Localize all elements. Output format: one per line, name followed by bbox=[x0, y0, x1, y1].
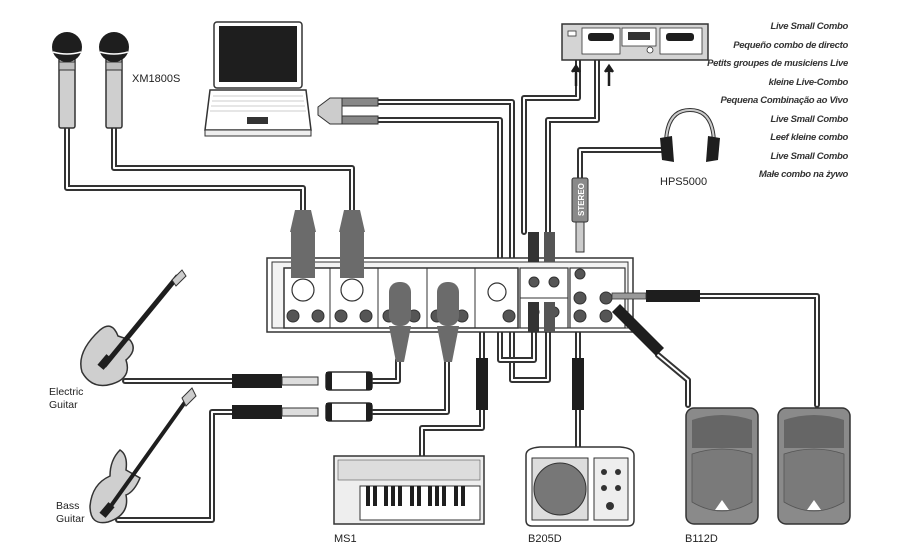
cable-laptop bbox=[375, 99, 551, 383]
xlr-plug-mic-2 bbox=[339, 210, 365, 302]
cable-tape-deck bbox=[521, 57, 600, 235]
caption-fr: Petits groupes de musiciens Live bbox=[707, 58, 848, 69]
headphones bbox=[660, 107, 720, 162]
caption-pt: Pequena Combinação ao Vivo bbox=[720, 95, 848, 106]
cable-electric-guitar bbox=[122, 357, 401, 384]
di-plug-bass bbox=[437, 282, 459, 362]
jack-plug-speaker-right bbox=[611, 290, 700, 302]
caption-nl: Leef kleine combo bbox=[770, 132, 848, 143]
rca-plugs-top bbox=[528, 232, 555, 262]
jack-plug-monitor bbox=[572, 358, 584, 410]
caption-de: kleine Live-Combo bbox=[768, 76, 849, 88]
caption-it: Live Small Combo bbox=[770, 113, 848, 125]
jack-plug-keyboard bbox=[476, 358, 488, 410]
di-plug-electric bbox=[389, 282, 411, 362]
label-monitor: B205D bbox=[528, 533, 562, 545]
laptop bbox=[204, 21, 379, 137]
tape-deck bbox=[561, 23, 709, 86]
microphone-1 bbox=[52, 32, 82, 129]
pa-speaker-left bbox=[685, 407, 759, 525]
label-headphones: HPS5000 bbox=[660, 176, 708, 188]
bass-guitar bbox=[89, 387, 197, 524]
caption-pl: Małe combo na żywo bbox=[758, 169, 848, 180]
cable-speaker-left bbox=[655, 352, 691, 408]
cable-mic-1 bbox=[64, 125, 306, 213]
cable-bass-guitar bbox=[115, 357, 450, 523]
caption-es: Pequeño combo de directo bbox=[733, 39, 848, 51]
label-bass-guitar: Bass Guitar bbox=[56, 500, 85, 525]
stereo-plug-label: STEREO bbox=[577, 183, 586, 216]
cable-headphones bbox=[577, 147, 668, 181]
caption-sv: Live Small Combo bbox=[770, 150, 848, 162]
label-speakers: B112D bbox=[685, 533, 718, 545]
label-electric-guitar: Electric Guitar bbox=[49, 386, 84, 411]
caption-en: Live Small Combo bbox=[770, 21, 848, 32]
label-keyboard: MS1 bbox=[334, 533, 357, 545]
monitor-speaker bbox=[525, 446, 635, 527]
xlr-plug-mic-1 bbox=[290, 210, 316, 302]
cable-mic-2 bbox=[111, 125, 355, 213]
guitar-jack-bass bbox=[232, 402, 373, 422]
cables bbox=[64, 57, 820, 523]
electric-guitar bbox=[80, 269, 187, 387]
microphone-2 bbox=[99, 32, 129, 129]
rca-plugs-bottom bbox=[528, 302, 555, 332]
guitar-jack-electric bbox=[232, 371, 373, 391]
pa-speaker-right bbox=[777, 407, 851, 525]
stereo-plug: STEREO bbox=[571, 177, 589, 253]
label-microphones: XM1800S bbox=[132, 73, 181, 85]
caption-translations: Live Small Combo Pequeño combo de direct… bbox=[707, 18, 848, 185]
jack-plug-speaker-left bbox=[612, 304, 664, 356]
keyboard bbox=[333, 455, 485, 525]
cable-speaker-right bbox=[697, 293, 820, 408]
